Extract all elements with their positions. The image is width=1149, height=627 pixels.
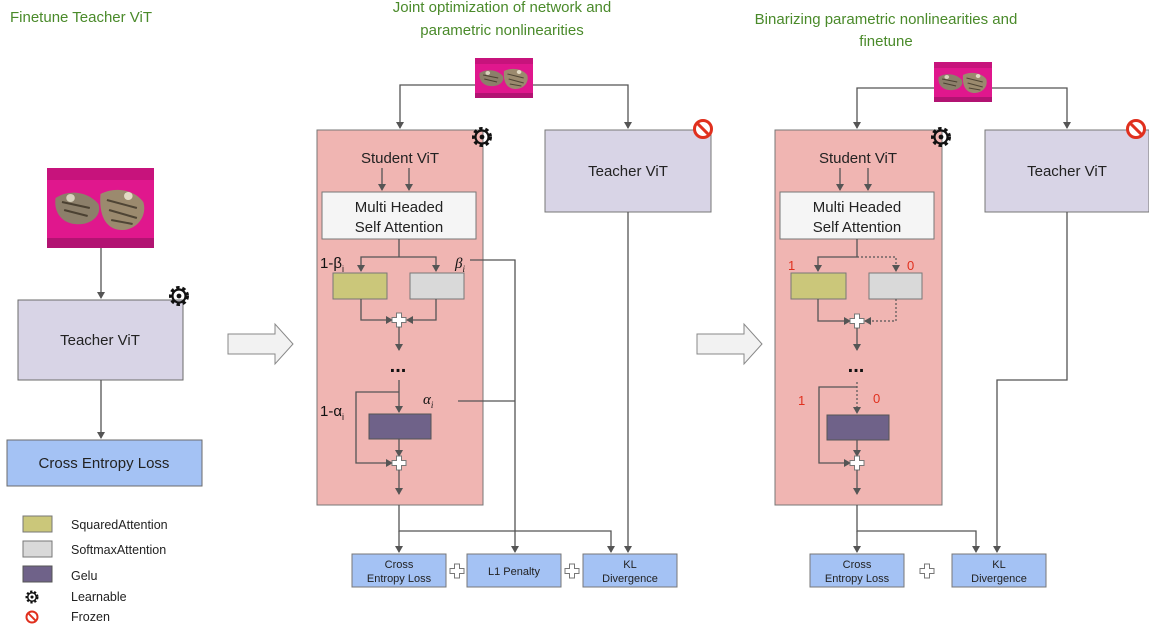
arrow-to-softmax-disabled <box>857 256 900 272</box>
no-entry-icon <box>1126 119 1146 139</box>
stage2-l1-box <box>466 553 562 588</box>
mhsa-box <box>779 191 935 240</box>
stage2-kl-line1: KL <box>623 559 636 571</box>
beta-to-l1-connector <box>470 259 519 553</box>
mhsa-line2: Self Attention <box>813 219 901 236</box>
stage1-teacher-label: Teacher ViT <box>60 332 140 349</box>
beta-label: βi <box>454 256 465 274</box>
legend: SquaredAttention SoftmaxAttention Gelu L… <box>22 515 168 624</box>
binary-zero-top: 0 <box>907 258 914 273</box>
student-to-losses-connector <box>856 505 980 553</box>
stage2-l1-label: L1 Penalty <box>488 566 540 578</box>
stage2-kl-line2: Divergence <box>602 573 658 585</box>
gelu-box <box>826 414 890 441</box>
connector-disabled <box>864 299 897 325</box>
right-arrow-icon <box>696 322 763 366</box>
squared-attention-box <box>332 272 388 300</box>
mhsa-line1: Multi Headed <box>355 199 443 216</box>
student-to-losses-connector <box>398 505 615 553</box>
connector <box>360 299 393 324</box>
connector <box>817 299 851 325</box>
legend-swatch-squared <box>22 515 53 533</box>
stage3-title-line2: finetune <box>859 33 912 50</box>
arrow-image-to-teacher <box>992 87 1071 129</box>
stage2-ce-loss-box <box>351 553 447 588</box>
stage2-title-line1: Joint optimization of network and <box>393 0 611 16</box>
no-entry-icon <box>25 610 39 624</box>
stage3-title-line1: Binarizing parametric nonlinearities and <box>755 11 1018 28</box>
softmax-attention-box <box>409 272 465 300</box>
gear-icon <box>25 590 39 604</box>
arrow-image-to-student <box>853 87 934 129</box>
gear-icon <box>472 127 492 147</box>
stage2-kl-box <box>582 553 678 588</box>
bypass-connector <box>355 391 399 467</box>
plus-icon <box>449 563 465 579</box>
stage1-loss-box <box>6 439 203 487</box>
arrow-to-squared <box>814 256 857 272</box>
stage3-ce-loss-box <box>809 553 905 588</box>
connector <box>406 299 437 324</box>
stage1-loss-label: Cross Entropy Loss <box>39 455 170 472</box>
gear-icon <box>931 127 951 147</box>
plus-icon <box>919 563 935 579</box>
right-arrow-icon <box>227 322 294 366</box>
stage3-teacher-label: Teacher ViT <box>1027 163 1107 180</box>
student-vit-label: Student ViT <box>361 150 439 167</box>
legend-label-gelu: Gelu <box>71 569 97 583</box>
one-minus-alpha-label: 1-αi <box>320 403 344 422</box>
gelu-box <box>368 413 432 440</box>
one-minus-beta-label: 1-βi <box>320 255 344 274</box>
mhsa-box <box>321 191 477 240</box>
arrow-to-softmax <box>399 256 440 272</box>
mhsa-line2: Self Attention <box>355 219 443 236</box>
stage3-kl-box <box>951 553 1047 588</box>
legend-label-learnable: Learnable <box>71 590 127 604</box>
legend-label-softmax: SoftmaxAttention <box>71 543 166 557</box>
teacher-to-kl-connector <box>993 212 1068 553</box>
cat-image-icon <box>933 61 993 103</box>
arrow-image-to-student <box>396 84 475 129</box>
alpha-label: αi <box>423 392 434 410</box>
gear-icon <box>169 286 189 306</box>
stage2-teacher-label: Teacher ViT <box>588 163 668 180</box>
ellipsis: ... <box>390 355 407 377</box>
legend-label-frozen: Frozen <box>71 610 110 624</box>
stage2-title-line2: parametric nonlinearities <box>420 22 583 39</box>
no-entry-icon <box>693 119 713 139</box>
binary-one-bottom: 1 <box>798 393 805 408</box>
stage3-ce-loss-line1: Cross <box>843 559 872 571</box>
arrow-image-to-teacher <box>533 84 632 129</box>
legend-label-squared: SquaredAttention <box>71 518 168 532</box>
student-vit-label: Student ViT <box>819 150 897 167</box>
legend-swatch-softmax <box>22 540 53 558</box>
mhsa-line1: Multi Headed <box>813 199 901 216</box>
arrow-to-squared <box>357 256 399 272</box>
ellipsis: ... <box>848 355 865 377</box>
bypass-connector <box>818 386 857 467</box>
stage3-teacher-box <box>984 129 1149 213</box>
legend-swatch-gelu <box>22 565 53 583</box>
binary-zero-bottom: 0 <box>873 391 880 406</box>
cat-image-icon <box>45 166 156 250</box>
stage3-kl-line1: KL <box>992 559 1005 571</box>
stage2-ce-loss-line2: Entropy Loss <box>367 573 432 585</box>
softmax-attention-box <box>868 272 923 300</box>
binary-one-top: 1 <box>788 258 795 273</box>
cat-image-icon <box>474 57 534 99</box>
stage2-ce-loss-line1: Cross <box>385 559 414 571</box>
plus-icon <box>564 563 580 579</box>
stage3-kl-line2: Divergence <box>971 573 1027 585</box>
stage1-title: Finetune Teacher ViT <box>10 9 152 26</box>
squared-attention-box <box>790 272 847 300</box>
stage3-ce-loss-line2: Entropy Loss <box>825 573 890 585</box>
